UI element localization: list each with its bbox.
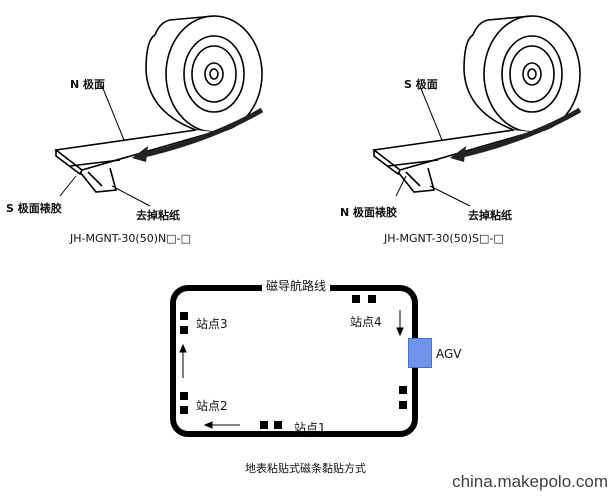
station-1-label: 站点1	[294, 421, 326, 435]
station-1-marker	[274, 421, 282, 429]
station-2-marker	[180, 406, 188, 414]
right-arrow-icon	[457, 107, 582, 159]
left-arrow-icon	[139, 107, 264, 159]
left-top-label: N 极面	[70, 78, 106, 91]
right-top-label: S 极面	[404, 78, 438, 91]
station-3-label: 站点3	[196, 317, 228, 331]
station-2-marker	[180, 392, 188, 400]
station-3-marker	[180, 326, 188, 334]
agv-label: AGV	[436, 347, 462, 361]
station-4-marker	[352, 295, 360, 303]
left-peel-label: 去掉粘纸	[136, 209, 180, 222]
station-3-marker	[180, 312, 188, 320]
watermark: china.makepolo.com	[452, 472, 608, 491]
track-caption: 地表粘贴式磁条黏贴方式	[245, 462, 366, 475]
station-4-marker	[368, 295, 376, 303]
right-peel-label: 去掉粘纸	[468, 209, 512, 222]
station-4-label: 站点4	[350, 315, 382, 329]
right-model-caption: JH-MGNT-30(50)S□-□	[384, 232, 504, 245]
station-1-marker	[260, 421, 268, 429]
left-model-caption: JH-MGNT-30(50)N□-□	[70, 232, 191, 245]
right-side-marker	[399, 401, 407, 409]
magnetic-track-loop	[170, 285, 418, 437]
left-tape-roll	[54, 15, 263, 193]
track-direction-arrows	[179, 310, 404, 429]
left-bottom-label: S 极面裱胶	[6, 202, 62, 215]
station-2-label: 站点2	[196, 399, 228, 413]
agv-vehicle	[408, 338, 432, 368]
right-side-marker	[399, 386, 407, 394]
right-tape-roll	[372, 15, 581, 193]
right-bottom-label: N 极面裱胶	[340, 206, 398, 219]
track-title: 磁导航路线	[262, 277, 331, 294]
